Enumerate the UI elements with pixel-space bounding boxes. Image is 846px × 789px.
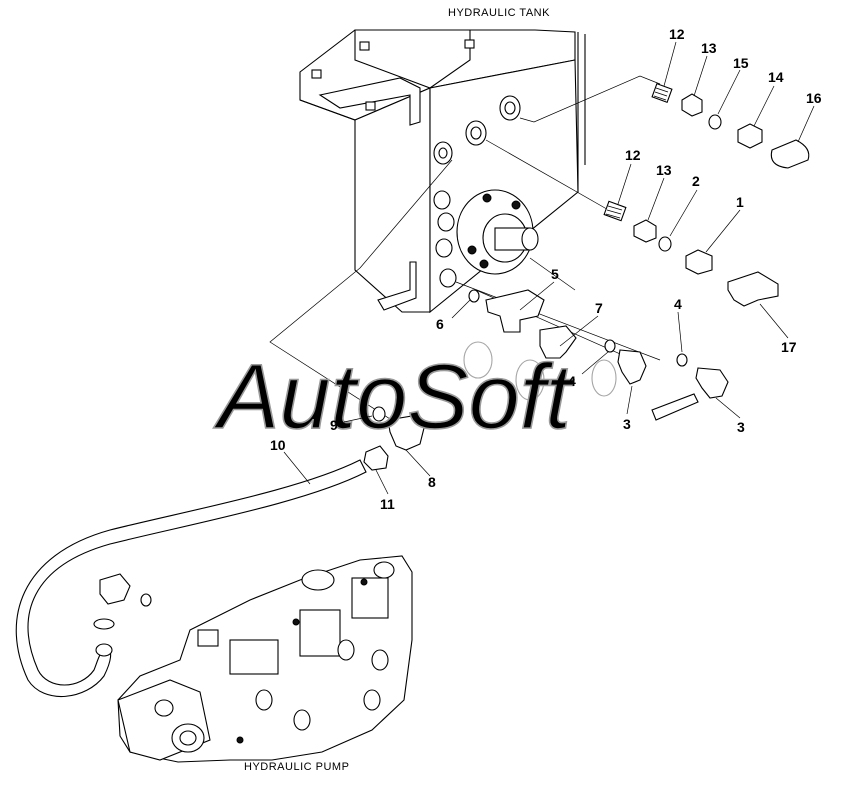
callout-11: 11 [380,496,395,512]
callout-numbers: 12 13 15 14 16 12 13 2 1 17 5 7 6 4 4 3 … [270,26,822,512]
plug-12-upper [651,82,673,104]
callout-17: 17 [781,339,797,355]
callout-16: 16 [806,90,822,106]
callout-12-lower: 12 [625,147,641,163]
o-ring-4-center [604,339,616,353]
hydraulic-pump [117,555,413,763]
adapter-1 [685,249,713,275]
callout-5: 5 [551,266,559,282]
o-ring-6 [468,289,480,303]
o-ring-2 [658,236,672,252]
elbow-8 [387,415,425,451]
elbow-16 [770,139,810,169]
tee-17 [727,271,779,307]
callout-6: 6 [436,316,444,332]
callout-4-center: 4 [568,373,576,389]
callout-13-lower: 13 [656,162,672,178]
elbow-3-right [695,367,729,399]
fitting-row-middle [603,200,779,307]
ghost-parts [463,341,617,401]
callout-12-upper: 12 [669,26,685,42]
fittings-center [363,289,729,471]
clamp-11 [363,445,389,471]
o-ring-9 [372,406,386,422]
hose-10 [15,459,367,698]
callout-10: 10 [270,437,286,453]
callout-8: 8 [428,474,436,490]
callout-3-center: 3 [623,416,631,432]
plug-12-lower [603,200,627,222]
o-ring-15 [708,114,722,130]
o-ring-4-right [676,353,688,367]
callout-1: 1 [736,194,744,210]
hydraulic-tank [299,29,586,314]
fitting-row-upper [651,82,810,169]
callout-leaders [283,41,815,495]
callout-2: 2 [692,173,700,189]
pump-caption: HYDRAULIC PUMP [244,761,349,773]
adapter-14 [737,123,763,149]
callout-13-upper: 13 [701,40,717,56]
tank-flange [456,189,539,275]
tank-caption: HYDRAULIC TANK [448,7,550,19]
callout-9: 9 [330,417,338,433]
callout-15: 15 [733,55,749,71]
adapter-13-lower [633,219,657,243]
nipple-right [651,393,699,421]
elbow-3-center [617,349,647,385]
watermark-text: AutoSoft [213,346,574,448]
callout-4-right: 4 [674,296,682,312]
pump-inlet-fittings [93,573,152,630]
adapter-13-upper [681,93,703,117]
elbow-7 [539,325,577,359]
tank-ports [433,95,521,288]
callout-7: 7 [595,300,603,316]
tee-5 [485,289,545,333]
callout-14: 14 [768,69,784,85]
callout-3-right: 3 [737,419,745,435]
